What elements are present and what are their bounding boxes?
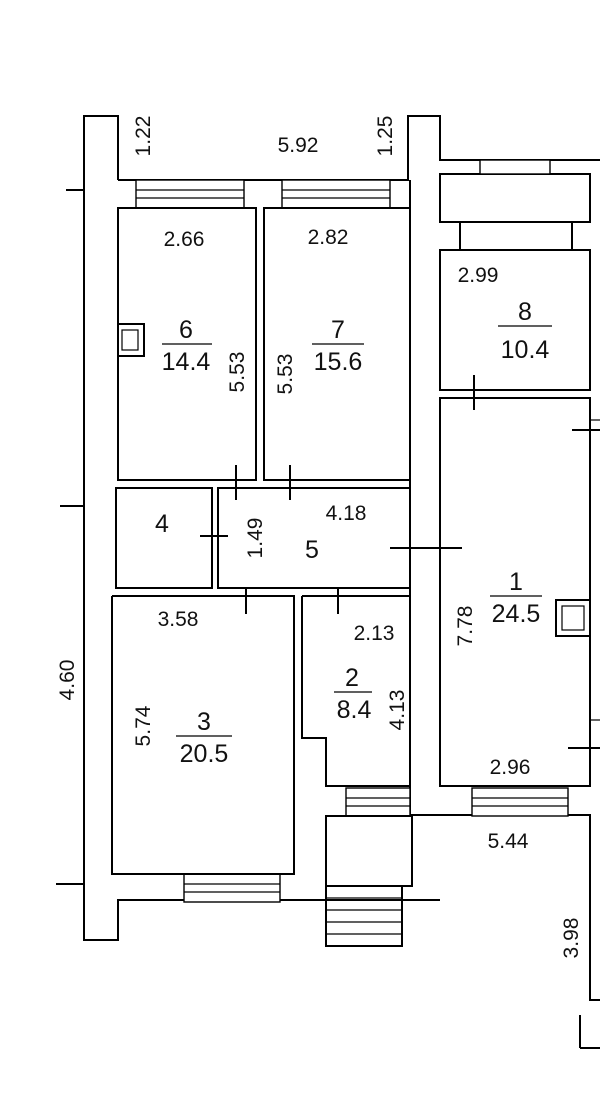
- dim-left-height: 4.60: [56, 660, 79, 701]
- room-2-area: 8.4: [337, 696, 372, 724]
- room-5-number: 5: [305, 536, 319, 564]
- room-6-area: 14.4: [162, 348, 211, 376]
- dim-top-left-wall: 1.22: [132, 116, 155, 157]
- room-1-area: 24.5: [492, 600, 541, 628]
- dimension-labels: 1.22 5.92 1.25 2.66 2.82 2.99 5.53 5.53 …: [56, 116, 583, 959]
- dim-room3-width: 3.58: [158, 608, 199, 631]
- room-7-number: 7: [331, 316, 345, 344]
- room-7-area: 15.6: [314, 348, 363, 376]
- room-8-area: 10.4: [501, 336, 550, 364]
- dim-room7-width: 2.82: [308, 226, 349, 249]
- dim-room2-height: 4.13: [386, 690, 409, 731]
- dim-room1-height: 7.78: [454, 606, 477, 647]
- dim-room6-height: 5.53: [226, 352, 249, 393]
- windows: [135, 159, 569, 903]
- fixtures: [56, 189, 600, 885]
- room-2-number: 2: [345, 664, 359, 692]
- dim-room6-width: 2.66: [164, 228, 205, 251]
- dim-top-right-wall: 1.25: [374, 116, 397, 157]
- dim-top-width: 5.92: [278, 134, 319, 157]
- dim-room8-width: 2.99: [458, 264, 499, 287]
- dim-room2-width: 2.13: [354, 622, 395, 645]
- room-labels: 6 14.4 7 15.6 8 10.4 1 24.5 4 5 3 20.5 2…: [155, 298, 552, 768]
- room-4-number: 4: [155, 510, 169, 538]
- shaft-icon: [117, 323, 145, 357]
- dim-bottom-right-height: 3.98: [560, 918, 583, 959]
- rooms: [111, 207, 591, 947]
- room-3-number: 3: [197, 708, 211, 736]
- room-6-number: 6: [179, 316, 193, 344]
- room-1-number: 1: [509, 568, 523, 596]
- dim-bottom-right-width: 5.44: [488, 830, 529, 853]
- room-3-area: 20.5: [180, 740, 229, 768]
- room-8-number: 8: [518, 298, 532, 326]
- dim-corridor-width: 4.18: [326, 502, 367, 525]
- dim-room3-height: 5.74: [132, 705, 155, 746]
- shaft-icon: [555, 599, 591, 637]
- dim-corridor-height: 1.49: [244, 518, 267, 559]
- dim-room1-width: 2.96: [490, 756, 531, 779]
- dim-room7-height: 5.53: [274, 354, 297, 395]
